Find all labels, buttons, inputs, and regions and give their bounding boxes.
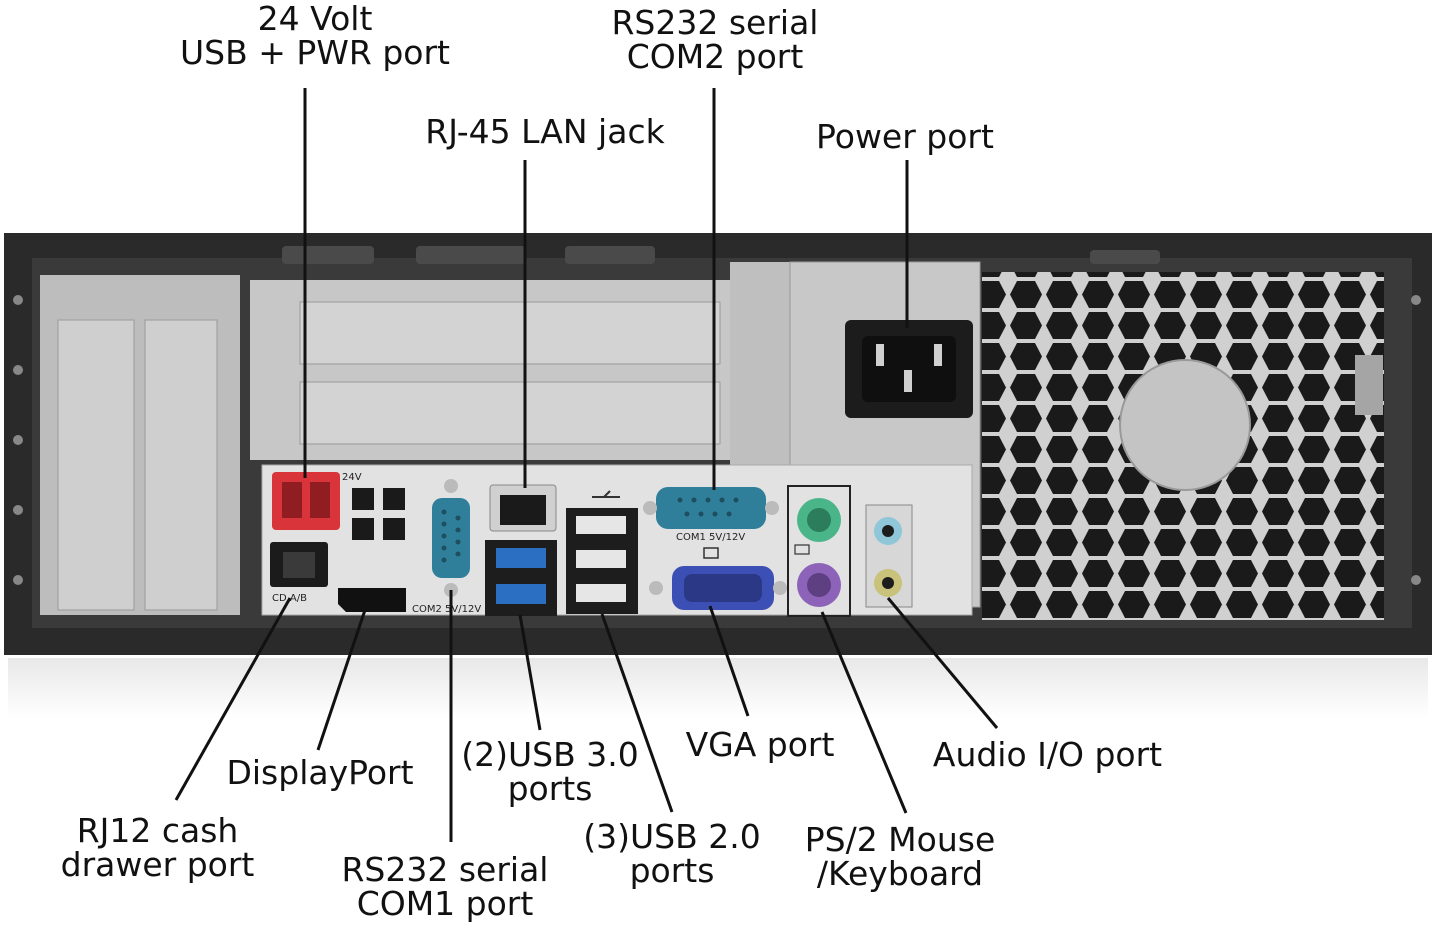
ps2-ports [787, 485, 851, 617]
keyboard-icon [794, 544, 810, 555]
label-usb2: (3)USB 2.0 ports [577, 820, 767, 888]
label-usb-pwr: 24 Volt USB + PWR port [180, 2, 450, 70]
label-power: Power port [800, 120, 1010, 154]
label-com1-line2: COM1 port [356, 884, 534, 923]
label-usb-pwr-line2: USB + PWR port [180, 33, 450, 72]
print-com2: COM2 5V/12V [412, 604, 481, 615]
label-lan: RJ-45 LAN jack [410, 115, 680, 149]
label-com1: RS232 serial COM1 port [330, 853, 560, 921]
label-com2-line2: COM2 port [626, 37, 804, 76]
usb2-ports [566, 508, 638, 614]
label-usb3-line2: ports [507, 769, 593, 808]
label-rj12-line1: RJ12 cash [76, 811, 239, 850]
rj45-lan-port [489, 484, 557, 532]
label-audio: Audio I/O port [920, 738, 1175, 772]
label-displayport-line1: DisplayPort [226, 753, 414, 792]
label-com1-line1: RS232 serial [341, 850, 549, 889]
leader-audio [886, 597, 999, 729]
label-usb-pwr-line1: 24 Volt [257, 0, 373, 38]
label-vga: VGA port [670, 728, 850, 762]
power-connector-blanks [352, 488, 405, 540]
print-com1: COM1 5V/12V [676, 532, 745, 543]
vga-port [649, 566, 787, 610]
leader-ps2 [820, 611, 908, 814]
label-audio-line1: Audio I/O port [932, 735, 1163, 774]
label-vga-line1: VGA port [685, 725, 835, 764]
usb-pwr-port [272, 472, 340, 530]
label-usb2-line1: (3)USB 2.0 [583, 817, 761, 856]
usb3-ports [485, 540, 557, 616]
floor-reflection [8, 658, 1428, 718]
label-usb2-line2: ports [629, 851, 715, 890]
expansion-slots [40, 262, 970, 615]
label-displayport: DisplayPort [215, 756, 425, 790]
label-usb3-line1: (2)USB 3.0 [461, 735, 639, 774]
label-ps2: PS/2 Mouse /Keyboard [795, 823, 1005, 891]
com1-serial-port [432, 479, 470, 597]
leader-displayport [316, 609, 367, 751]
label-power-line1: Power port [816, 117, 994, 156]
label-rj12: RJ12 cash drawer port [50, 814, 265, 882]
label-com2: RS232 serial COM2 port [590, 6, 840, 74]
audio-ports [865, 504, 913, 608]
leader-usb3 [518, 614, 542, 731]
usb-icon [592, 490, 620, 498]
print-24v: 24V [342, 472, 362, 483]
label-lan-line1: RJ-45 LAN jack [425, 112, 665, 151]
label-com2-line1: RS232 serial [611, 3, 819, 42]
fan-icon [982, 272, 1384, 620]
label-usb3: (2)USB 3.0 ports [455, 738, 645, 806]
callout-lines [174, 88, 999, 842]
leader-vga [708, 605, 750, 717]
leader-usb2 [600, 613, 674, 813]
com2-serial-port [643, 487, 779, 529]
leader-rj12 [174, 597, 292, 801]
label-ps2-line1: PS/2 Mouse [804, 820, 996, 859]
monitor-icon [703, 547, 719, 559]
displayport-icon [338, 588, 406, 612]
label-ps2-line2: /Keyboard [816, 854, 984, 893]
rj12-port [270, 542, 328, 587]
label-rj12-line2: drawer port [60, 845, 255, 884]
